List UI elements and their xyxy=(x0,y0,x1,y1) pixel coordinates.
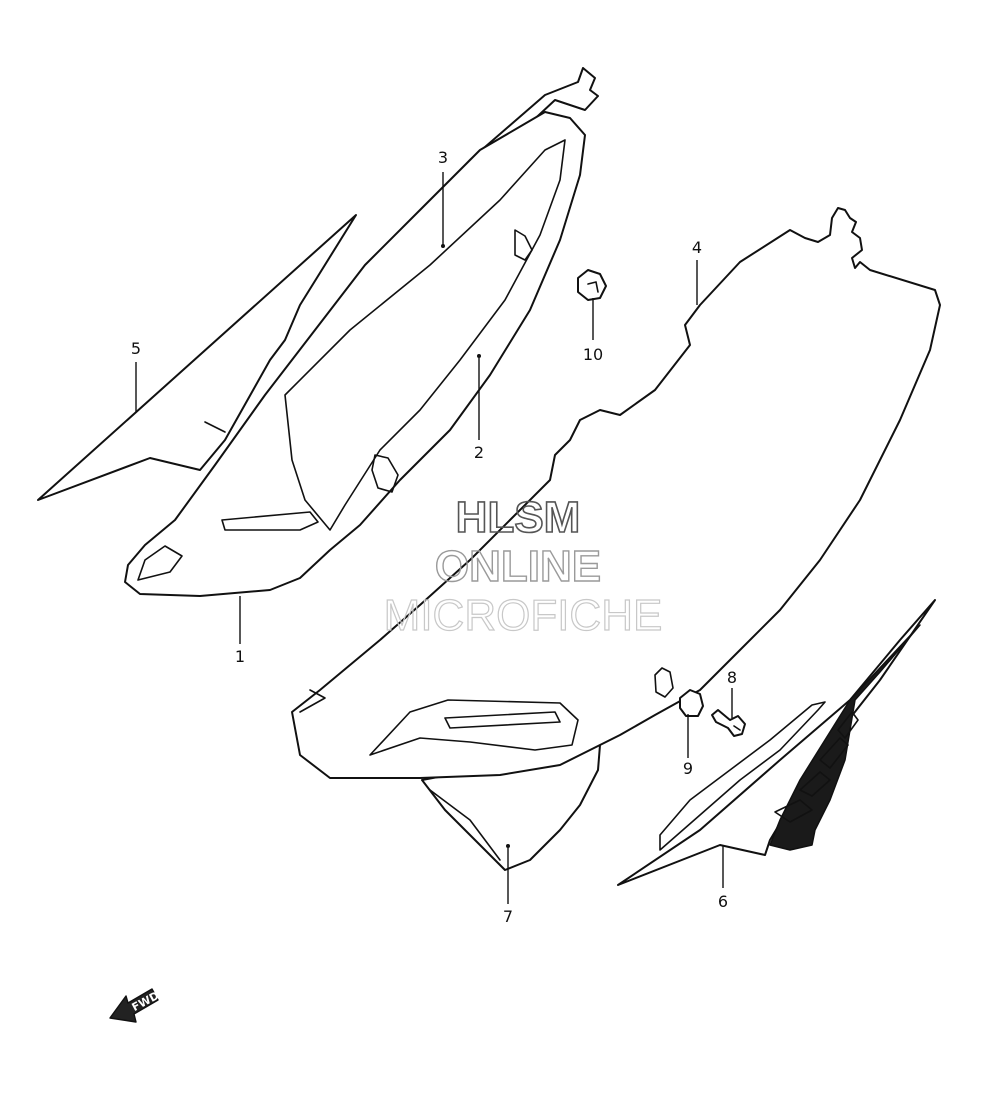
callout-1: 1 xyxy=(235,647,245,666)
callout-2: 2 xyxy=(474,443,484,462)
callout-7: 7 xyxy=(503,907,513,926)
part-6-decal[interactable] xyxy=(617,599,936,886)
fwd-arrow-icon: FWD xyxy=(109,988,161,1023)
part-4-side-cover[interactable] xyxy=(291,207,941,779)
callout-8: 8 xyxy=(727,668,737,687)
callout-labels: 1 2 3 4 5 6 7 8 9 10 xyxy=(131,148,737,926)
part-5-decal[interactable] xyxy=(37,214,357,501)
watermark: HLSM ONLINE MICROFICHE xyxy=(383,492,663,640)
callout-3: 3 xyxy=(438,148,448,167)
callout-4: 4 xyxy=(692,238,702,257)
leader-lines xyxy=(135,172,733,904)
part-1-frame-cover[interactable] xyxy=(124,111,586,597)
callout-5: 5 xyxy=(131,339,141,358)
part-10-grommet[interactable] xyxy=(577,269,607,301)
watermark-line-2: ONLINE xyxy=(435,542,601,591)
callout-9: 9 xyxy=(683,759,693,778)
callout-6: 6 xyxy=(718,892,728,911)
part-9-grommet[interactable] xyxy=(679,689,704,717)
callout-10: 10 xyxy=(583,345,603,364)
watermark-line-1: HLSM xyxy=(456,493,581,542)
watermark-line-3: MICROFICHE xyxy=(384,591,663,640)
part-8-screw[interactable] xyxy=(711,709,746,737)
